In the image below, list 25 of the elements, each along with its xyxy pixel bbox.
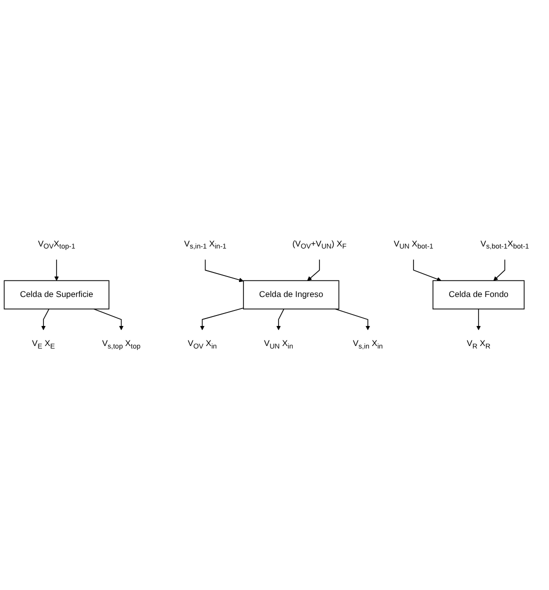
node-text: V$_{s,top}$ X$_{top}$	[102, 340, 140, 350]
node-text: V$_{UN}$ X$_{in}$	[264, 340, 294, 350]
arrow	[307, 259, 320, 282]
arrow	[413, 259, 442, 282]
node-text: V$_{E}$ X$_{E}$	[32, 340, 55, 350]
node-text: V$_{s,in}$ X$_{in}$	[352, 340, 383, 350]
arrow	[204, 259, 244, 282]
arrow	[334, 308, 370, 330]
arrow	[93, 308, 124, 330]
node-text: V$_{OV}$ X$_{in}$	[188, 340, 217, 350]
arrow	[54, 259, 59, 282]
node-box: Celda de Superficie	[4, 280, 110, 310]
node-text: V$_{s,bot-1}$X$_{bot-1}$	[480, 240, 530, 250]
arrow	[41, 308, 50, 330]
node-text: V$_{OV}$X$_{top-1}$	[38, 240, 76, 250]
node-text: V$_{R}$ X$_{R}$	[466, 340, 490, 350]
arrow	[493, 259, 506, 282]
node-box: Celda de Ingreso	[243, 280, 340, 310]
arrow	[476, 308, 481, 330]
arrow	[276, 308, 284, 330]
arrow	[200, 308, 244, 330]
node-text: V$_{UN}$ X$_{bot-1}$	[394, 240, 434, 250]
node-text: V$_{s,in-1}$ X$_{in-1}$	[184, 240, 226, 250]
node-text: (V$_{OV}$+V$_{UN}$) X$_{F}$	[292, 240, 346, 250]
node-box: Celda de Fondo	[432, 280, 525, 310]
